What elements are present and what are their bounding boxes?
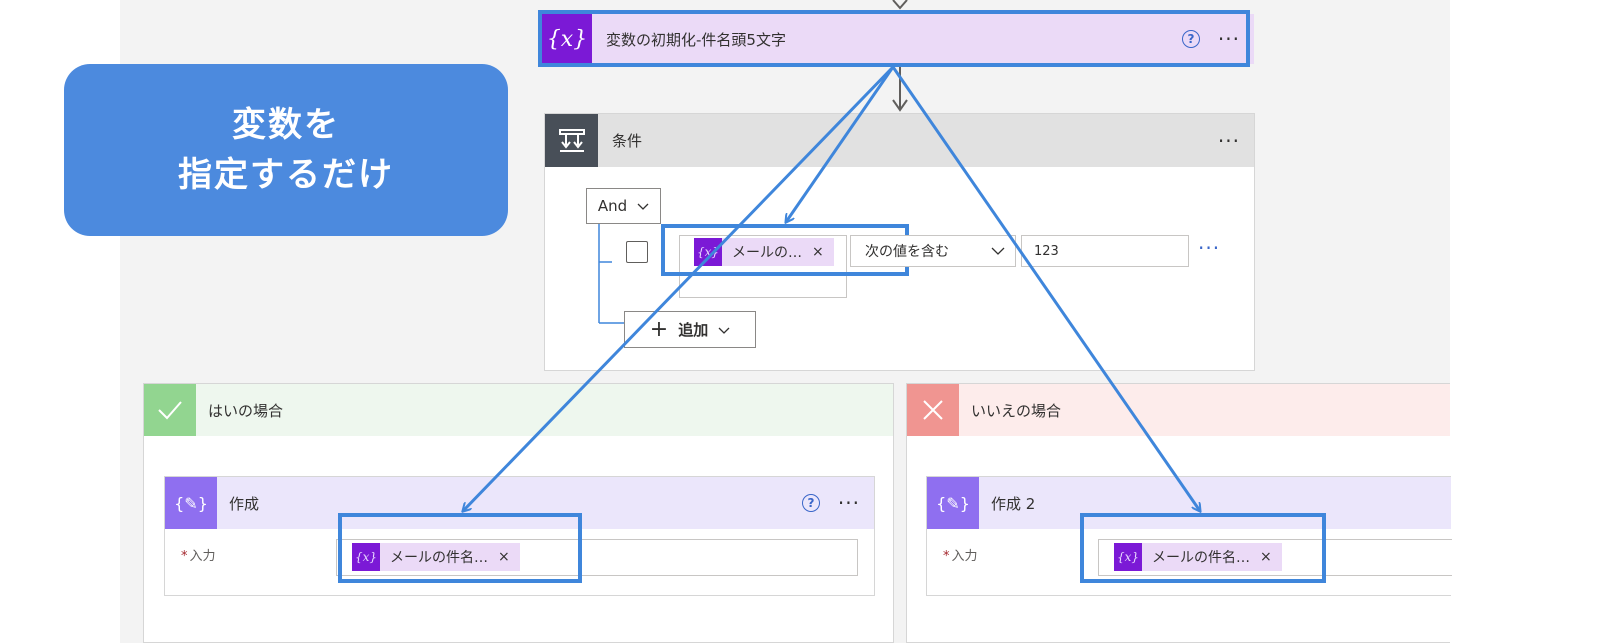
- add-label: 追加: [678, 321, 709, 339]
- condition-icon: [545, 114, 598, 167]
- plus-icon: +: [649, 316, 669, 342]
- operator-label: 次の値を含む: [865, 244, 949, 260]
- no-branch-header[interactable]: いいえの場合: [907, 384, 1450, 436]
- variable-token-icon: {x}: [1114, 543, 1142, 571]
- chevron-down-icon: [991, 243, 1005, 259]
- variable-token-icon: {x}: [352, 543, 380, 571]
- help-icon[interactable]: ?: [1181, 30, 1200, 48]
- compose-title: 作成 2: [991, 494, 1036, 513]
- init-variable-title[interactable]: 変数の初期化-件名頭5文字: [606, 30, 786, 49]
- more-options-icon[interactable]: ···: [1217, 27, 1240, 51]
- condition-left-operand[interactable]: {x} メールの… ×: [679, 235, 847, 298]
- remove-token-icon[interactable]: ×: [498, 549, 510, 565]
- compose-input-field[interactable]: {x} メールの件名… ×: [336, 539, 858, 576]
- close-icon: [907, 384, 959, 436]
- remove-token-icon[interactable]: ×: [1260, 549, 1272, 565]
- compose-card: {✎} 作成 ? ··· *入力 {x} メールの件名… ×: [164, 476, 875, 596]
- compose-icon: {✎}: [165, 477, 217, 529]
- no-branch-title: いいえの場合: [971, 401, 1062, 420]
- token-label: メールの件名…: [390, 550, 488, 566]
- compose-input-field[interactable]: {x} メールの件名… ×: [1098, 539, 1452, 576]
- input-label: *入力: [181, 549, 216, 564]
- variable-icon: {x}: [542, 14, 592, 64]
- dynamic-content-token[interactable]: {x} メールの件名… ×: [1114, 543, 1282, 571]
- yes-branch-title: はいの場合: [208, 401, 284, 420]
- yes-branch-header[interactable]: はいの場合: [144, 384, 893, 436]
- and-dropdown[interactable]: And: [586, 188, 661, 224]
- and-label: And: [597, 197, 628, 215]
- callout-line-1: 変数を: [232, 105, 340, 145]
- token-label: メールの…: [732, 245, 802, 261]
- dynamic-content-token[interactable]: {x} メールの… ×: [694, 238, 834, 266]
- row-checkbox[interactable]: [626, 241, 648, 263]
- operator-dropdown[interactable]: 次の値を含む: [850, 235, 1016, 267]
- help-icon[interactable]: ?: [801, 494, 820, 512]
- condition-title: 条件: [612, 132, 643, 150]
- token-label: メールの件名…: [1152, 550, 1250, 566]
- remove-token-icon[interactable]: ×: [812, 244, 824, 260]
- chevron-down-icon: [718, 321, 730, 339]
- row-more-options-icon[interactable]: ···: [1198, 236, 1221, 260]
- more-options-icon[interactable]: ···: [837, 491, 860, 515]
- yes-branch: はいの場合 {✎} 作成 ? ··· *入力 {x} メールの件名… ×: [143, 383, 894, 643]
- compose-header[interactable]: {✎} 作成 2: [927, 477, 1451, 529]
- condition-header[interactable]: 条件 ···: [545, 114, 1254, 167]
- callout-line-2: 指定するだけ: [178, 155, 394, 195]
- chevron-down-icon: [637, 197, 649, 215]
- dynamic-content-token[interactable]: {x} メールの件名… ×: [352, 543, 520, 571]
- compose-card: {✎} 作成 2 *入力 {x} メールの件名… ×: [926, 476, 1452, 596]
- compose-icon: {✎}: [927, 477, 979, 529]
- input-label: *入力: [943, 549, 978, 564]
- add-button[interactable]: + 追加: [624, 311, 756, 348]
- compose-header[interactable]: {✎} 作成 ? ···: [165, 477, 874, 529]
- check-icon: [144, 384, 196, 436]
- callout-note: 変数を 指定するだけ: [64, 64, 508, 236]
- variable-token-icon: {x}: [694, 238, 722, 266]
- more-options-icon[interactable]: ···: [1217, 128, 1240, 153]
- no-branch: いいえの場合 {✎} 作成 2 *入力 {x} メールの件名… ×: [906, 383, 1452, 643]
- condition-value-input[interactable]: 123: [1021, 235, 1189, 267]
- init-variable-card[interactable]: {x} 変数の初期化-件名頭5文字 ? ···: [542, 14, 1254, 64]
- compose-title: 作成: [229, 494, 260, 513]
